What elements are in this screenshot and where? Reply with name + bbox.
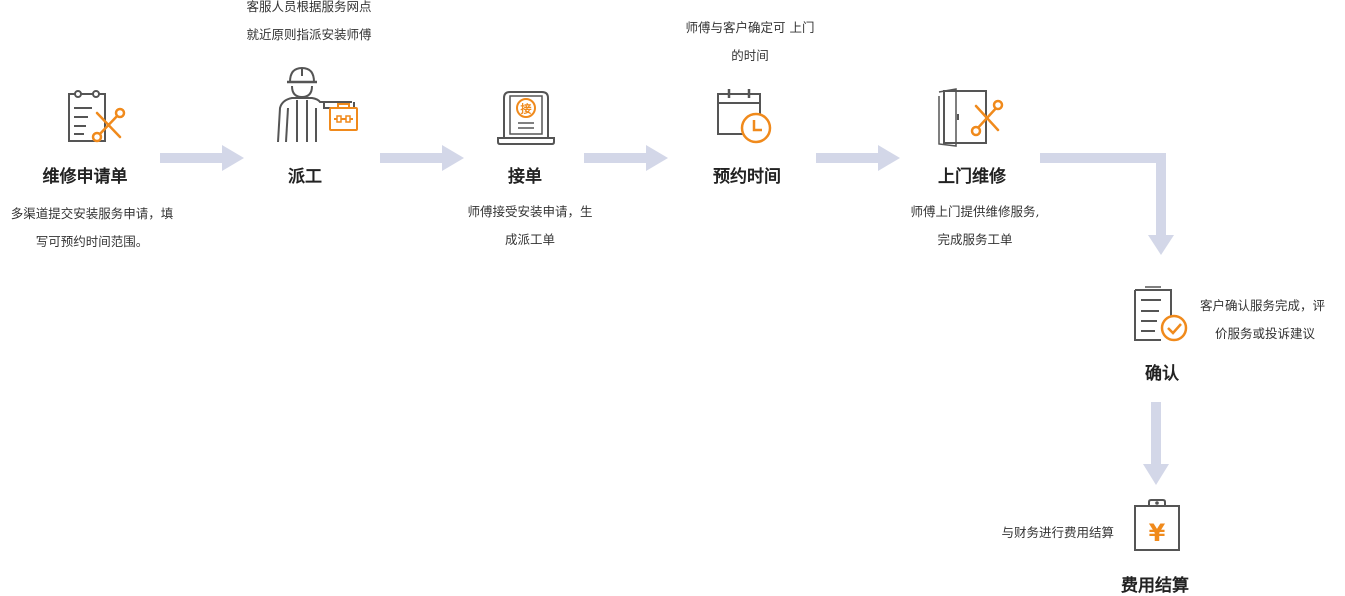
document-check-icon xyxy=(1131,286,1191,346)
desc-line: 师傅接受安装申请，生 xyxy=(467,204,593,219)
accept-order-laptop-icon: 接 xyxy=(496,88,556,146)
step-desc-confirm: 客户确认服务完成，评 价服务或投诉建议 xyxy=(1200,292,1345,348)
arrow-down xyxy=(1143,402,1169,485)
step-title-onsite-repair: 上门维修 xyxy=(938,167,1006,187)
door-tools-icon xyxy=(936,88,1008,150)
step-desc-settlement: 与财务进行费用结算 xyxy=(950,519,1114,547)
desc-line: 师傅与客户确定可 上门 xyxy=(685,20,815,35)
worker-toolbox-icon xyxy=(272,64,362,144)
desc-line: 价服务或投诉建议 xyxy=(1215,326,1316,341)
step-title-repair-request: 维修申请单 xyxy=(42,167,128,187)
desc-line: 就近原则指派安装师傅 xyxy=(246,27,372,42)
yuan-clipboard-icon: ¥ xyxy=(1131,498,1183,554)
step-title-confirm: 确认 xyxy=(1145,364,1179,384)
step-title-settlement: 费用结算 xyxy=(1121,576,1189,596)
step-title-accept: 接单 xyxy=(508,167,542,187)
step-title-schedule: 预约时间 xyxy=(713,167,781,187)
desc-line: 师傅上门提供维修服务, xyxy=(910,204,1040,219)
arrow-3 xyxy=(584,145,668,171)
arrow-4 xyxy=(816,145,900,171)
desc-line: 写可预约时间范围。 xyxy=(35,234,149,249)
desc-line: 与财务进行费用结算 xyxy=(1001,525,1114,540)
clipboard-wrench-icon xyxy=(66,89,132,145)
yuan-badge: ¥ xyxy=(1149,519,1166,547)
step-desc-schedule: 师傅与客户确定可 上门 的时间 xyxy=(650,14,850,70)
arrow-1 xyxy=(160,145,244,171)
step-desc-onsite-repair: 师傅上门提供维修服务, 完成服务工单 xyxy=(880,198,1070,254)
accept-badge: 接 xyxy=(521,102,532,116)
desc-line: 完成服务工单 xyxy=(937,232,1013,247)
step-desc-repair-request: 多渠道提交安装服务申请，填 写可预约时间范围。 xyxy=(0,200,184,256)
step-desc-dispatch: 客服人员根据服务网点 就近原则指派安装师傅 xyxy=(214,0,404,49)
desc-line: 成派工单 xyxy=(504,232,555,247)
arrow-2 xyxy=(380,145,464,171)
calendar-clock-icon xyxy=(714,86,776,148)
step-desc-accept: 师傅接受安装申请，生 成派工单 xyxy=(435,198,625,254)
arrow-elbow xyxy=(1040,153,1174,255)
step-title-dispatch: 派工 xyxy=(288,167,322,187)
desc-line: 的时间 xyxy=(731,48,769,63)
desc-line: 客户确认服务完成，评 xyxy=(1200,298,1326,313)
desc-line: 多渠道提交安装服务申请，填 xyxy=(10,206,174,221)
desc-line: 客服人员根据服务网点 xyxy=(246,0,372,14)
